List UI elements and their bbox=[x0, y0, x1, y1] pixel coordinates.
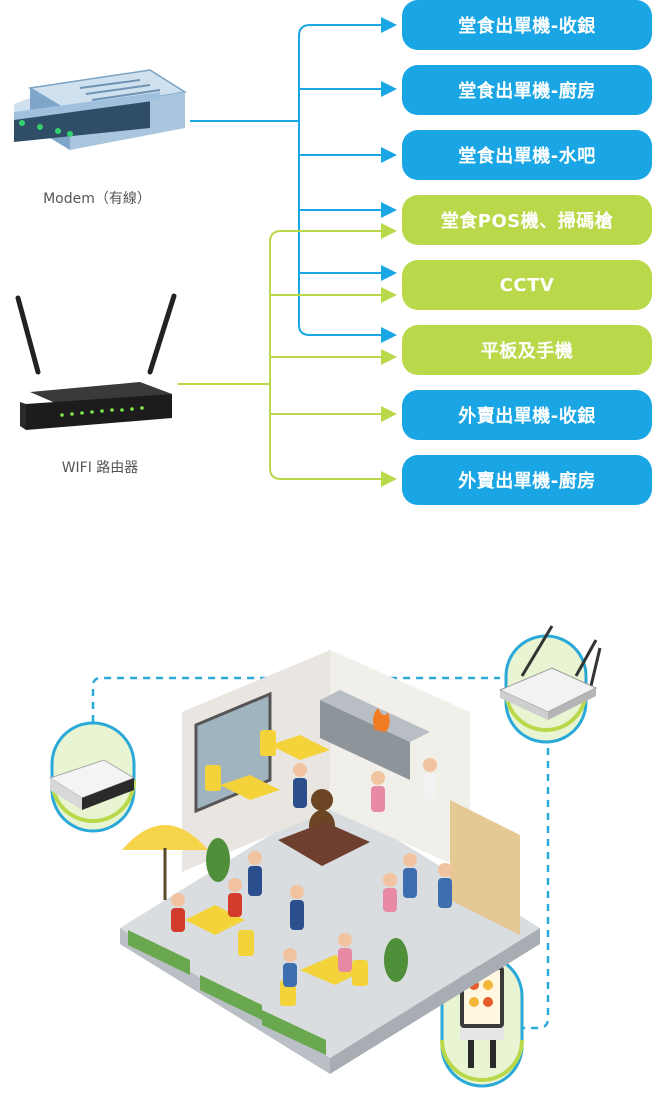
modem-label: Modem（有線） bbox=[43, 191, 151, 207]
wifi-connections bbox=[178, 223, 397, 487]
wifi-box-badge bbox=[48, 721, 136, 833]
connection-lines bbox=[14, 17, 397, 487]
dashed-links bbox=[91, 676, 550, 1030]
target-dine-in-printer-kitchen: 堂食出單機-廚房 bbox=[402, 65, 652, 115]
wifi-router-label: WIFI 路由器 bbox=[61, 460, 139, 476]
router-badge bbox=[498, 625, 602, 744]
restaurant-floor bbox=[120, 650, 540, 1074]
target-takeaway-printer-kitchen: 外賣出單機-廚房 bbox=[402, 455, 652, 505]
target-tablet-phone: 平板及手機 bbox=[402, 325, 652, 375]
wifi-router-icon bbox=[15, 293, 177, 430]
modem-icon bbox=[14, 69, 188, 150]
target-dine-in-printer-cashier: 堂食出單機-收銀 bbox=[402, 0, 652, 50]
target-dine-in-printer-bar: 堂食出單機-水吧 bbox=[402, 130, 652, 180]
target-cctv: CCTV bbox=[402, 260, 652, 310]
target-takeaway-printer-cashier: 外賣出單機-收銀 bbox=[402, 390, 652, 440]
wired-connections bbox=[190, 17, 397, 343]
target-pos-scanner: 堂食POS機、掃碼槍 bbox=[402, 195, 652, 245]
